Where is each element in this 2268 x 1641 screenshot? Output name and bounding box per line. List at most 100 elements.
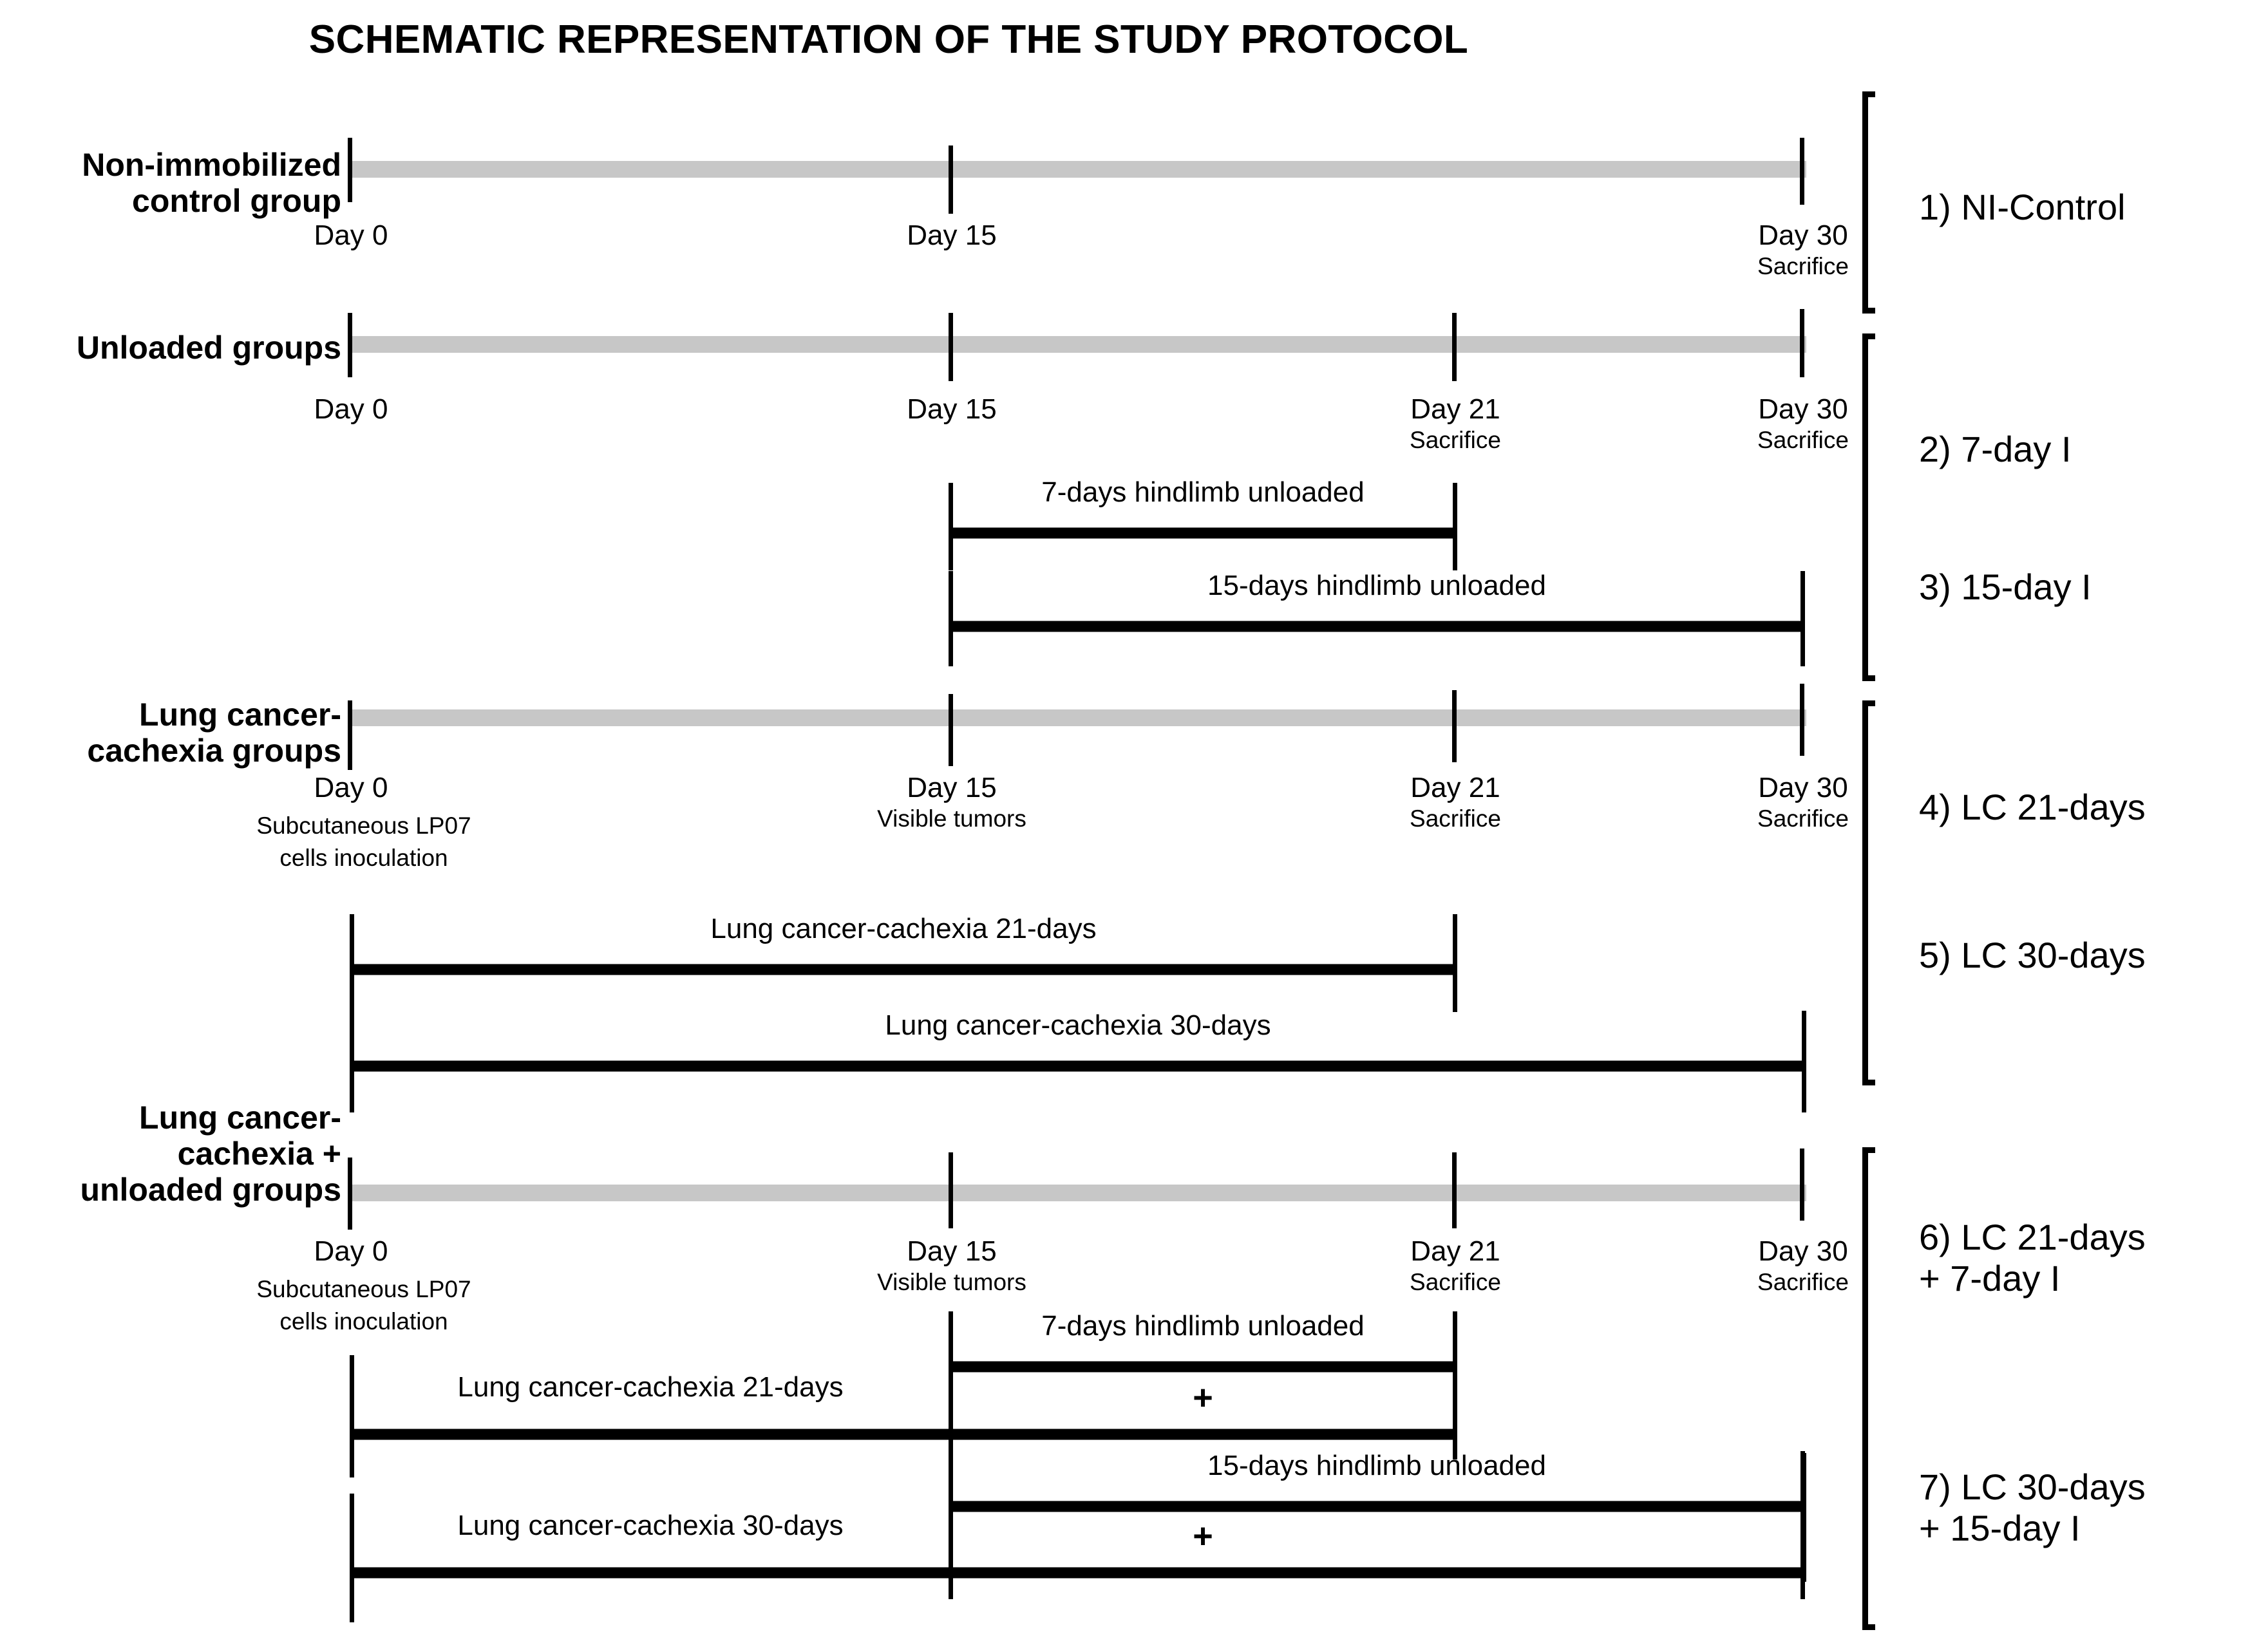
section-caption-non-immobilized: Non-immobilized control group bbox=[82, 147, 341, 219]
day-label-day0-section-2: Day 0 bbox=[314, 393, 388, 425]
bar-label-lc21-section-4: Lung cancer-cachexia 21-days bbox=[457, 1371, 844, 1403]
bar-body bbox=[350, 1429, 1457, 1440]
day-note-line-1: Subcutaneous LP07 bbox=[256, 812, 471, 839]
day-label-day15-section-1: Day 15 bbox=[907, 220, 997, 251]
section-caption-lc-plus-unloaded: Lung cancer- cachexia + unloaded groups bbox=[80, 1100, 341, 1208]
day-label-day0-section-4: Day 0 bbox=[267, 1235, 435, 1268]
day-label-day0-section-3: Day 0 bbox=[267, 771, 435, 805]
group-name-5: 5) LC 30-days bbox=[1919, 935, 2146, 975]
bar-label-15day-unloaded-section-2: 15-days hindlimb unloaded bbox=[1207, 570, 1546, 601]
bar-body bbox=[949, 1501, 1805, 1512]
day-text: Day 21 bbox=[1410, 772, 1500, 803]
day-note: Visible tumors bbox=[877, 805, 1026, 832]
intervention-bar-lc21-section-4 bbox=[350, 1315, 1457, 1477]
bar-body bbox=[949, 1361, 1457, 1373]
bar-cap-left bbox=[949, 1451, 953, 1599]
day-text: Day 0 bbox=[314, 772, 388, 803]
intervention-bar-lc30-section-3 bbox=[350, 1011, 1806, 1112]
group-name-7: 7) LC 30-days + 15-day I bbox=[1919, 1467, 2146, 1549]
day-note: Visible tumors bbox=[877, 1268, 1026, 1295]
group-name-1: 1) NI-Control bbox=[1919, 187, 2126, 227]
tick-day30-section-4 bbox=[1800, 1149, 1804, 1221]
day-text: Day 21 bbox=[1410, 393, 1500, 425]
bar-cap-left bbox=[350, 1355, 354, 1477]
group-name-4: 4) LC 21-days bbox=[1919, 787, 2146, 827]
day-note-day0-section-4: Subcutaneous LP07 cells inoculation bbox=[193, 1273, 534, 1338]
intervention-bar-lc30-section-4 bbox=[350, 1453, 1806, 1622]
bar-cap-right bbox=[1453, 483, 1457, 570]
section-caption-lung-cancer-cachexia: Lung cancer- cachexia groups bbox=[87, 697, 341, 769]
day-note: Sacrifice bbox=[1757, 252, 1849, 279]
bar-body bbox=[350, 964, 1457, 975]
bar-cap-right bbox=[1453, 1315, 1457, 1437]
day-text: Day 15 bbox=[907, 1235, 997, 1267]
bar-label-7day-unloaded-section-4: 7-days hindlimb unloaded bbox=[1041, 1310, 1365, 1342]
bracket-groups-2-3 bbox=[1862, 333, 1875, 681]
group-name-3: 3) 15-day I bbox=[1919, 567, 2092, 607]
bar-label-7day-unloaded-section-2: 7-days hindlimb unloaded bbox=[1041, 476, 1365, 508]
tick-day0-section-4 bbox=[348, 1158, 352, 1230]
bracket-group-1 bbox=[1862, 91, 1875, 314]
bar-body bbox=[350, 1567, 1806, 1579]
tick-day21-section-3 bbox=[1452, 690, 1457, 762]
day-note: Sacrifice bbox=[1410, 805, 1501, 832]
bar-body bbox=[949, 527, 1457, 539]
day-text: Day 0 bbox=[314, 1235, 388, 1267]
day-text: Day 21 bbox=[1410, 1235, 1500, 1267]
bar-body bbox=[949, 621, 1805, 632]
day-label-day0-section-1: Day 0 bbox=[314, 220, 388, 251]
bar-cap-left bbox=[949, 1311, 953, 1459]
tick-day21-section-4 bbox=[1452, 1152, 1457, 1228]
timeline-bar-section-4 bbox=[350, 1185, 1806, 1201]
day-text: Day 30 bbox=[1758, 1235, 1848, 1267]
tick-day15-section-4 bbox=[949, 1152, 953, 1228]
bracket-groups-4-5 bbox=[1862, 700, 1875, 1085]
plus-sign-section-4-group7: + bbox=[1193, 1517, 1213, 1555]
bar-label-15day-unloaded-section-4: 15-days hindlimb unloaded bbox=[1207, 1450, 1546, 1481]
bar-cap-left bbox=[949, 483, 953, 570]
intervention-bar-lc21-section-3 bbox=[350, 914, 1457, 1012]
day-text: Day 30 bbox=[1758, 772, 1848, 803]
tick-day0-section-2 bbox=[348, 313, 352, 377]
day-text: Day 30 bbox=[1758, 220, 1848, 251]
tick-day15-section-2 bbox=[949, 313, 953, 381]
bar-cap-right bbox=[1800, 571, 1805, 666]
bar-cap-right bbox=[1453, 914, 1457, 1012]
day-note-line-2: cells inoculation bbox=[279, 1308, 448, 1335]
timeline-bar-section-2 bbox=[350, 336, 1806, 353]
section-caption-unloaded: Unloaded groups bbox=[76, 330, 341, 366]
day-note-line-1: Subcutaneous LP07 bbox=[256, 1276, 471, 1302]
bar-cap-left bbox=[350, 1494, 354, 1622]
intervention-bar-7day-unloaded-section-2 bbox=[949, 483, 1457, 570]
timeline-bar-section-1 bbox=[350, 161, 1806, 178]
page-title: SCHEMATIC REPRESENTATION OF THE STUDY PR… bbox=[308, 17, 1469, 62]
day-note: Sacrifice bbox=[1410, 426, 1501, 453]
bar-label-lc21-section-3: Lung cancer-cachexia 21-days bbox=[710, 913, 1097, 944]
bar-cap-left bbox=[949, 571, 953, 666]
day-note: Sacrifice bbox=[1757, 1268, 1849, 1295]
day-note: Sacrifice bbox=[1757, 805, 1849, 832]
group-name-6: 6) LC 21-days + 7-day I bbox=[1919, 1217, 2146, 1299]
bar-cap-right bbox=[1802, 1011, 1806, 1112]
day-text: Day 30 bbox=[1758, 393, 1848, 425]
tick-day0-section-3 bbox=[348, 700, 352, 770]
tick-day30-section-2 bbox=[1800, 309, 1804, 377]
bar-label-lc30-section-4: Lung cancer-cachexia 30-days bbox=[457, 1510, 844, 1541]
day-note: Sacrifice bbox=[1410, 1268, 1501, 1295]
bar-label-lc30-section-3: Lung cancer-cachexia 30-days bbox=[885, 1009, 1271, 1041]
bar-cap-left bbox=[350, 914, 354, 1012]
tick-day30-section-3 bbox=[1800, 684, 1804, 756]
tick-day30-section-1 bbox=[1800, 138, 1804, 205]
day-label-day15-section-2: Day 15 bbox=[907, 393, 997, 425]
day-text: Day 15 bbox=[907, 772, 997, 803]
intervention-bar-15day-unloaded-section-2 bbox=[949, 571, 1805, 666]
